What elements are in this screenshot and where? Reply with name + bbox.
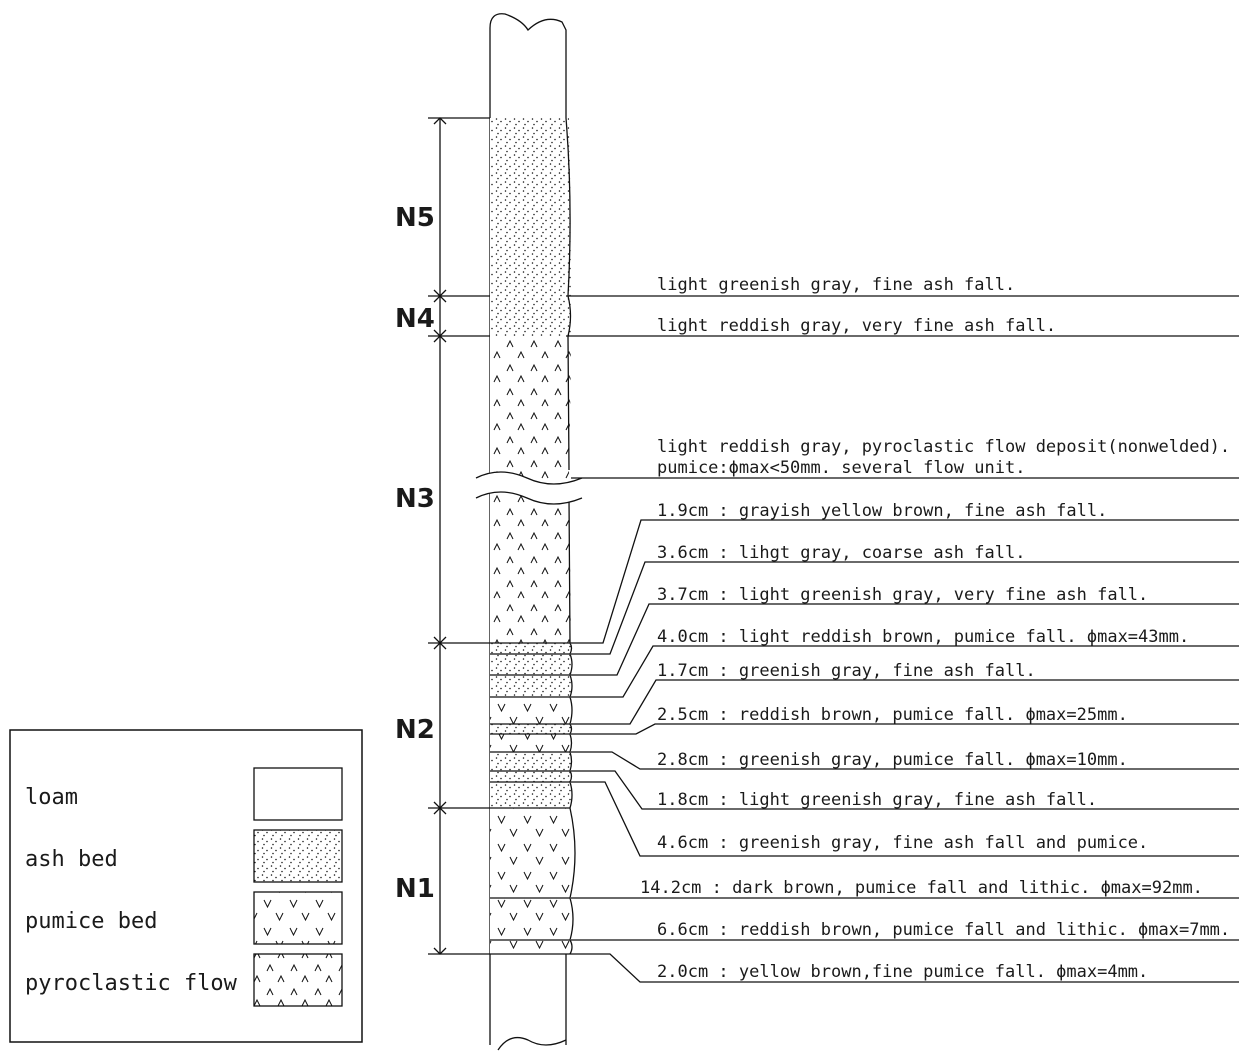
legend-swatch-pumice: [254, 892, 342, 944]
desc-layer-3: 3.7cm : light greenish gray, very fine a…: [657, 585, 1148, 605]
legend-swatch-loam: [254, 768, 342, 820]
desc-layer-5: 1.7cm : greenish gray, fine ash fall.: [657, 661, 1036, 681]
unit-label-n5: N5: [395, 203, 435, 233]
desc-layer-1: 1.9cm : grayish yellow brown, fine ash f…: [657, 501, 1107, 521]
desc-layer-9: 4.6cm : greenish gray, fine ash fall and…: [657, 833, 1148, 853]
desc-layer-4: 4.0cm : light reddish brown, pumice fall…: [657, 627, 1189, 647]
legend-label-loam: loam: [25, 785, 78, 810]
legend-label-pumice: pumice bed: [25, 909, 157, 934]
desc-layer-10: 14.2cm : dark brown, pumice fall and lit…: [640, 878, 1203, 898]
desc-layer-8: 1.8cm : light greenish gray, fine ash fa…: [657, 790, 1097, 810]
desc-layer-7: 2.8cm : greenish gray, pumice fall. ϕmax…: [657, 750, 1128, 770]
legend-label-flow: pyroclastic flow: [25, 971, 238, 996]
desc-n3-line2: pumice:ϕmax<50mm. several flow unit.: [657, 458, 1025, 478]
unit-label-n3: N3: [395, 484, 435, 514]
legend-swatch-flow: [254, 954, 342, 1006]
desc-n5: light greenish gray, fine ash fall.: [657, 275, 1015, 295]
desc-layer-12: 2.0cm : yellow brown,fine pumice fall. ϕ…: [657, 962, 1148, 982]
unit-label-n4: N4: [395, 304, 435, 334]
legend-label-ash: ash bed: [25, 847, 118, 872]
desc-layer-2: 3.6cm : lihgt gray, coarse ash fall.: [657, 543, 1025, 563]
layer-descriptions: light greenish gray, fine ash fall. ligh…: [640, 275, 1230, 982]
desc-n3-line1: light reddish gray, pyroclastic flow dep…: [657, 437, 1230, 457]
desc-n4: light reddish gray, very fine ash fall.: [657, 316, 1056, 336]
desc-layer-11: 6.6cm : reddish brown, pumice fall and l…: [657, 920, 1230, 940]
legend-swatch-ash: [254, 830, 342, 882]
unit-ranges: [428, 118, 490, 954]
legend: loam ash bed pumice bed pyroclastic flow: [10, 730, 362, 1042]
desc-layer-6: 2.5cm : reddish brown, pumice fall. ϕmax…: [657, 705, 1128, 725]
column-layers: [488, 118, 578, 954]
unit-label-n2: N2: [395, 715, 435, 745]
unit-label-n1: N1: [395, 874, 435, 904]
